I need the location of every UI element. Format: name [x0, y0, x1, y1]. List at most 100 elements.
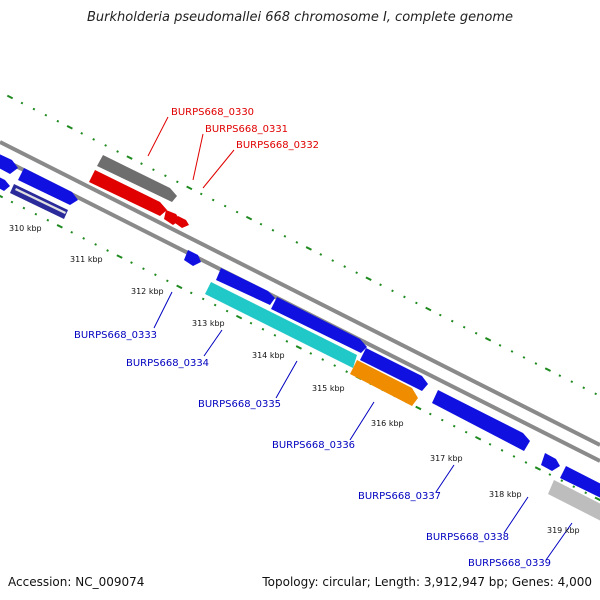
gene-feature[interactable]	[360, 348, 428, 391]
gene-0339[interactable]	[560, 466, 600, 500]
tick-mark	[548, 473, 552, 476]
gene-label-0333[interactable]: BURPS668_0333	[74, 330, 157, 341]
tick-mark	[438, 313, 442, 317]
gene-label-0334[interactable]: BURPS668_0334	[126, 358, 209, 369]
tick-mark	[225, 309, 229, 313]
gene-0336[interactable]	[350, 360, 418, 406]
tick-mark	[560, 479, 564, 482]
tick-mark	[285, 340, 289, 343]
gene-label-0335[interactable]: BURPS668_0335	[198, 399, 281, 410]
tick-mark	[116, 150, 119, 153]
tick-mark	[544, 367, 552, 372]
tick-mark	[176, 284, 183, 290]
tick-mark	[140, 162, 143, 165]
gene-0331[interactable]	[89, 170, 167, 216]
accession-text: Accession: NC_009074	[8, 575, 145, 589]
gene-0334[interactable]	[205, 282, 357, 368]
tick-mark	[474, 331, 478, 335]
tick-mark	[510, 350, 514, 353]
tick-mark	[32, 107, 36, 111]
label-leaders	[147, 116, 573, 561]
tick-mark	[391, 289, 394, 293]
leader-0339	[545, 522, 573, 561]
tick-mark	[365, 276, 372, 281]
backbone-line	[0, 140, 600, 447]
tick-mark	[104, 144, 107, 147]
gene-0332-b[interactable]	[175, 216, 189, 228]
tick-mark	[379, 283, 382, 287]
gene-feature[interactable]	[184, 250, 201, 266]
tick-mark	[319, 253, 323, 256]
tick-mark	[498, 344, 502, 347]
tick-mark	[6, 94, 14, 100]
tick-mark	[10, 200, 14, 204]
gene-label-0331[interactable]: BURPS668_0331	[205, 124, 288, 135]
gene-feature[interactable]	[15, 188, 66, 214]
kbp-label: 315 kbp	[312, 384, 345, 393]
tick-mark	[175, 180, 179, 184]
tick-mark	[534, 466, 542, 471]
tick-mark	[500, 449, 504, 452]
kbp-label: 318 kbp	[489, 490, 522, 499]
gene-feature[interactable]	[0, 152, 18, 174]
tick-mark	[450, 319, 454, 323]
tick-mark	[343, 265, 347, 268]
tick-mark	[475, 436, 482, 441]
gene-0337[interactable]	[432, 390, 530, 451]
backbone	[0, 140, 600, 463]
tick-mark	[66, 125, 73, 130]
gene-0330[interactable]	[97, 155, 177, 202]
gene-feature[interactable]	[548, 480, 600, 523]
tick-mark	[259, 222, 263, 226]
tick-mark	[152, 168, 155, 172]
tick-mark	[295, 241, 299, 244]
tick-mark	[166, 279, 169, 283]
tick-mark	[558, 374, 562, 377]
tick-mark	[223, 204, 227, 208]
tick-mark	[92, 138, 96, 141]
tick-mark	[142, 267, 145, 271]
gene-0338[interactable]	[541, 453, 560, 471]
tick-mark	[415, 301, 418, 305]
tick-mark	[462, 325, 466, 329]
leader-0333	[153, 291, 173, 329]
gene-feature[interactable]	[18, 168, 78, 205]
kbp-label: 310 kbp	[9, 224, 42, 233]
gene-label-0339[interactable]: BURPS668_0339	[468, 558, 551, 569]
topology-summary: Topology: circular; Length: 3,912,947 bp…	[262, 575, 592, 589]
tick-mark	[488, 442, 492, 446]
outer-tick-ring	[6, 94, 598, 396]
tick-mark	[0, 194, 4, 199]
gene-label-0332[interactable]: BURPS668_0332	[236, 140, 319, 151]
kbp-label: 312 kbp	[131, 287, 164, 296]
tick-mark	[534, 362, 538, 365]
tick-mark	[82, 237, 86, 240]
tick-mark	[295, 345, 302, 350]
gene-label-0337[interactable]: BURPS668_0337	[358, 491, 441, 502]
tick-mark	[186, 185, 193, 191]
tick-mark	[524, 461, 528, 464]
tick-mark	[70, 230, 74, 234]
gene-features	[0, 152, 600, 523]
tick-mark	[331, 259, 335, 262]
leader-0335	[275, 360, 298, 399]
leader-0331	[192, 133, 204, 181]
gene-feature[interactable]	[0, 175, 10, 191]
gene-label-0330[interactable]: BURPS668_0330	[171, 107, 254, 118]
gene-0335[interactable]	[271, 297, 367, 353]
tick-mark	[46, 218, 50, 222]
tick-mark	[594, 392, 598, 396]
leader-0332	[202, 149, 235, 189]
tick-mark	[56, 119, 60, 123]
gene-label-0338[interactable]: BURPS668_0338	[426, 532, 509, 543]
gene-0333[interactable]	[216, 268, 275, 305]
tick-mark	[305, 246, 312, 251]
tick-mark	[271, 228, 275, 232]
tick-mark	[235, 314, 243, 320]
tick-mark	[235, 210, 239, 214]
map-title: Burkholderia pseudomallei 668 chromosome…	[86, 10, 514, 25]
inner-tick-ring	[0, 194, 600, 502]
tick-mark	[213, 303, 217, 307]
kbp-label: 311 kbp	[70, 255, 103, 264]
gene-label-0336[interactable]: BURPS668_0336	[272, 440, 355, 451]
